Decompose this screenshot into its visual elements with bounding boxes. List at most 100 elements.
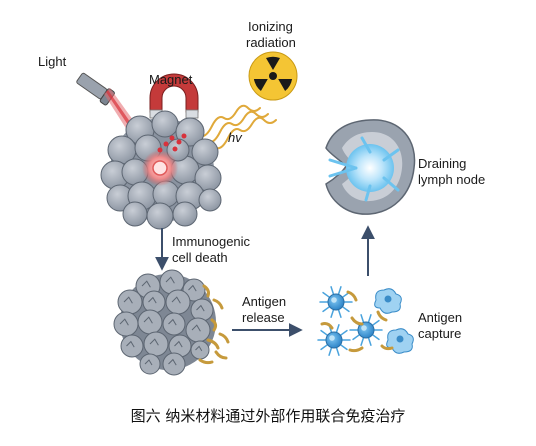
cell-fragment xyxy=(123,296,133,304)
cell-fragment xyxy=(195,345,203,352)
tumor-cell xyxy=(146,202,174,230)
label-magnet: Magnet xyxy=(149,72,193,87)
antigen-fragment xyxy=(348,346,364,353)
cell-fragment xyxy=(143,316,153,324)
cell-fragment xyxy=(191,324,201,332)
dendrite xyxy=(339,329,348,337)
dendrite xyxy=(341,305,350,313)
cell-fragment xyxy=(188,284,197,292)
dendritic-cell xyxy=(319,286,353,318)
antigen-fragment xyxy=(214,350,228,360)
dendrite xyxy=(322,291,331,299)
label-antigen-release-2: release xyxy=(242,310,285,325)
antigen-fragment xyxy=(198,358,214,365)
dying-tumor-cell xyxy=(142,290,166,314)
antigen-fragment xyxy=(218,332,230,344)
lymph-node-icon xyxy=(325,119,416,215)
tumor-cell xyxy=(172,201,198,227)
dendrite xyxy=(360,314,365,324)
dendrite xyxy=(352,333,361,341)
label-antigen-capture-1: Antigen xyxy=(418,310,462,325)
dying-tumor-cell xyxy=(185,317,211,343)
label-draining: Draining xyxy=(418,156,466,171)
dying-tumor-cell xyxy=(165,289,191,315)
label-antigen-capture-2: capture xyxy=(418,326,461,341)
dying-tumor-cell xyxy=(120,334,144,358)
captured-antigens xyxy=(320,290,394,353)
dendrite xyxy=(320,343,329,351)
cell-fragment xyxy=(119,318,129,326)
dendritic-cells xyxy=(317,286,414,356)
antigen-fragment xyxy=(380,344,394,351)
antigen-fragment xyxy=(206,338,220,350)
antigen-fragment xyxy=(346,290,358,302)
dendrite xyxy=(330,308,335,318)
dendrite xyxy=(367,314,372,324)
tumor-cells xyxy=(100,110,222,230)
tumor-cell xyxy=(175,117,205,147)
dendrite xyxy=(328,346,333,356)
dendrite xyxy=(320,329,329,337)
dying-tumor-cell xyxy=(143,331,169,357)
cell-fragment xyxy=(126,340,135,348)
label-radiation: radiation xyxy=(246,35,296,50)
cell-body xyxy=(357,321,375,339)
dendrite xyxy=(360,336,365,346)
label-antigen-release-1: Antigen xyxy=(242,294,286,309)
tumor-cell xyxy=(198,188,222,212)
label-cell-death: cell death xyxy=(172,250,228,265)
cell-fragment xyxy=(144,359,153,366)
cell-fragment xyxy=(168,358,177,366)
cell-body xyxy=(327,293,345,311)
dendrite xyxy=(322,305,331,313)
dying-tumor-cell xyxy=(139,353,161,375)
tumor-spheroid xyxy=(100,110,222,230)
tumor-cell xyxy=(122,201,148,227)
label-hv: hv xyxy=(228,130,243,145)
radiation-hazard-icon xyxy=(248,51,298,101)
dendritic-cell xyxy=(349,314,383,346)
dying-tumor-cells xyxy=(113,269,214,376)
dendrite xyxy=(335,346,340,356)
cell-fragment xyxy=(168,318,177,326)
dendrite xyxy=(330,286,335,296)
cell-fragment xyxy=(141,280,151,288)
nucleus xyxy=(329,335,335,341)
dendritic-cell xyxy=(317,324,351,356)
dying-tumor xyxy=(113,269,216,376)
dying-tumor-cell xyxy=(113,311,139,337)
dying-tumor-cell xyxy=(190,298,214,322)
label-light: Light xyxy=(38,54,67,69)
labels: Light Magnet Ionizing radiation hv Immun… xyxy=(38,19,485,341)
macrophage xyxy=(374,288,402,314)
antigen-fragment xyxy=(320,322,334,330)
released-antigens xyxy=(198,284,230,365)
dying-tumor-cell xyxy=(162,312,186,336)
dying-tumor-cell xyxy=(190,340,210,360)
dendrite xyxy=(371,333,380,341)
antigen-fragment xyxy=(212,298,224,310)
cell-fragment xyxy=(148,296,157,304)
dendrite xyxy=(367,336,372,346)
blob-nucleus xyxy=(396,335,404,343)
antigen-fragment xyxy=(350,316,364,326)
cell-body xyxy=(325,331,343,349)
cell-fragment xyxy=(171,296,181,304)
antigen-fragment xyxy=(210,318,218,332)
label-immunogenic: Immunogenic xyxy=(172,234,251,249)
cell-fragment xyxy=(149,338,159,346)
cell-fragment xyxy=(165,276,175,284)
dying-tumor-cell xyxy=(137,309,163,335)
label-ionizing: Ionizing xyxy=(248,19,293,34)
nanoparticles xyxy=(157,133,187,153)
dying-tumor-cell xyxy=(117,289,143,315)
antigen-fragment xyxy=(376,310,388,322)
tumor-cell xyxy=(151,110,179,138)
dendrite xyxy=(335,324,340,334)
nucleus xyxy=(331,297,337,303)
dendrite xyxy=(337,308,342,318)
cell-fragment xyxy=(196,304,205,312)
dendrite xyxy=(371,319,380,327)
antigen-fragment xyxy=(202,284,210,298)
